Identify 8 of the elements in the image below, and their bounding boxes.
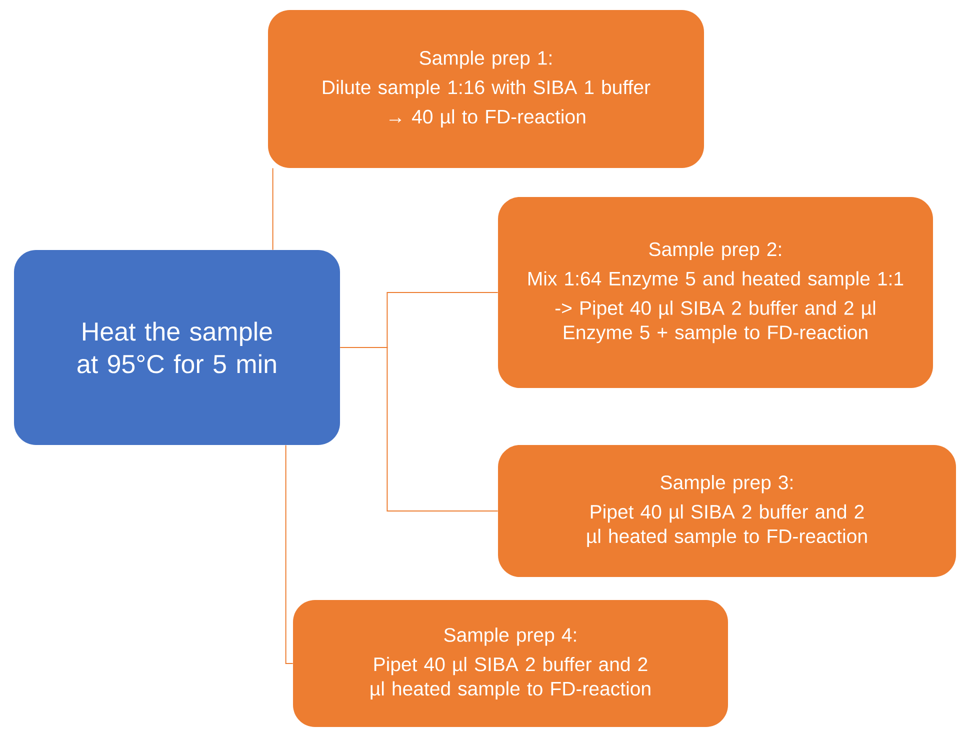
process-box: Sample prep 2: Mix 1:64 Enzyme 5 and heated sample 1:1 -> Pipet 40 µl SIBA 2 buffer and 2 µl Enzyme 5 + sample to FD-reaction [498,197,933,388]
connector-line [285,444,294,664]
connector-line [272,168,274,250]
process-box: Sample prep 1: Dilute sample 1:16 with SIBA 1 buffer → 40 µl to FD-reaction [268,10,704,168]
process-box: Heat the sample at 95°C for 5 min [14,250,340,445]
process-box: Sample prep 3: Pipet 40 µl SIBA 2 buffer and 2 µl heated sample to FD-reaction [498,445,956,577]
process-box: Sample prep 4: Pipet 40 µl SIBA 2 buffer and 2 µl heated sample to FD-reaction [293,600,728,727]
connector-line [340,347,498,512]
